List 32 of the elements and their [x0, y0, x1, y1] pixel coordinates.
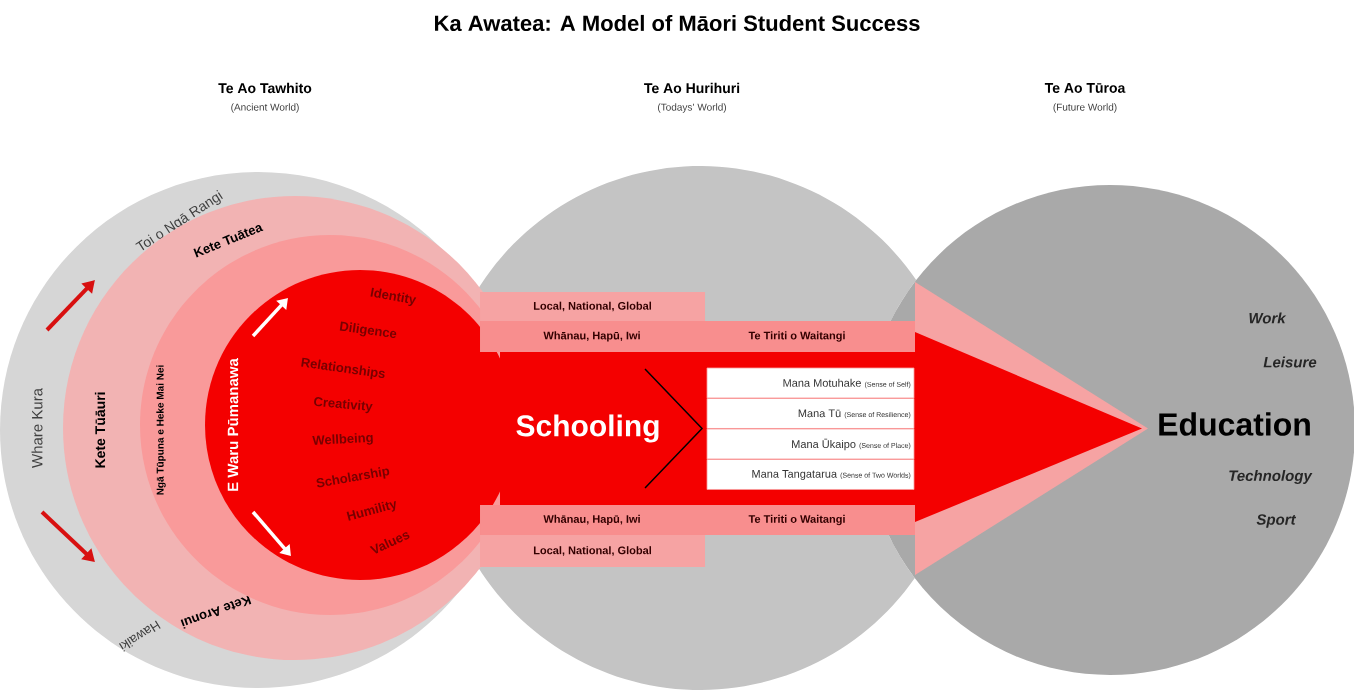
subheading: (Todays’ World) [658, 103, 726, 113]
value-label: Identity [370, 287, 417, 307]
band-label: Local, National, Global [533, 301, 651, 312]
band-label: Schooling [516, 414, 659, 443]
ring-label: Ngā Tūpuna e Heke Mai Nei [156, 365, 166, 495]
outcome-label: Leisure [1263, 356, 1317, 368]
heading: Te Ao Tūroa [1044, 83, 1126, 93]
value-label: Scholarship [316, 467, 390, 488]
value-label: Values [369, 532, 410, 554]
outcome-label: Sport [1256, 514, 1297, 528]
outcome-heading: Education [1159, 412, 1310, 436]
subheading: (Future World) [1053, 103, 1117, 113]
band-label: Te Tiriti o Waitangi [748, 514, 845, 526]
outcome-label: Work [1249, 312, 1287, 324]
band-label: Whānau, Hapū, Iwi [543, 514, 640, 526]
heading: Te Ao Hurihuri [644, 82, 740, 94]
heading: Te Ao Tawhito [218, 82, 312, 94]
value-label: Humility [346, 501, 396, 521]
band-label: Local, National, Global [533, 546, 651, 556]
core-label: E Waru Pūmanawa [227, 358, 239, 491]
ring-label: Whare Kura [31, 388, 43, 468]
value-label: Diligence [339, 321, 397, 338]
outcome-label: Technology [1229, 470, 1313, 484]
value-label: Wellbeing [312, 433, 373, 445]
band-label: Whānau, Hapū, Iwi [543, 331, 640, 342]
subheading: (Ancient World) [231, 103, 299, 113]
ring-label: Kete Tūāuri [94, 392, 106, 468]
value-label: Creativity [314, 397, 373, 414]
title: Ka Awatea: A Model of Māori Student Success [435, 14, 920, 32]
band-label: Te Tiriti o Waitangi [748, 331, 845, 342]
ring-label: Kete Tuātea [193, 225, 264, 258]
value-label: Relationships [301, 357, 385, 380]
